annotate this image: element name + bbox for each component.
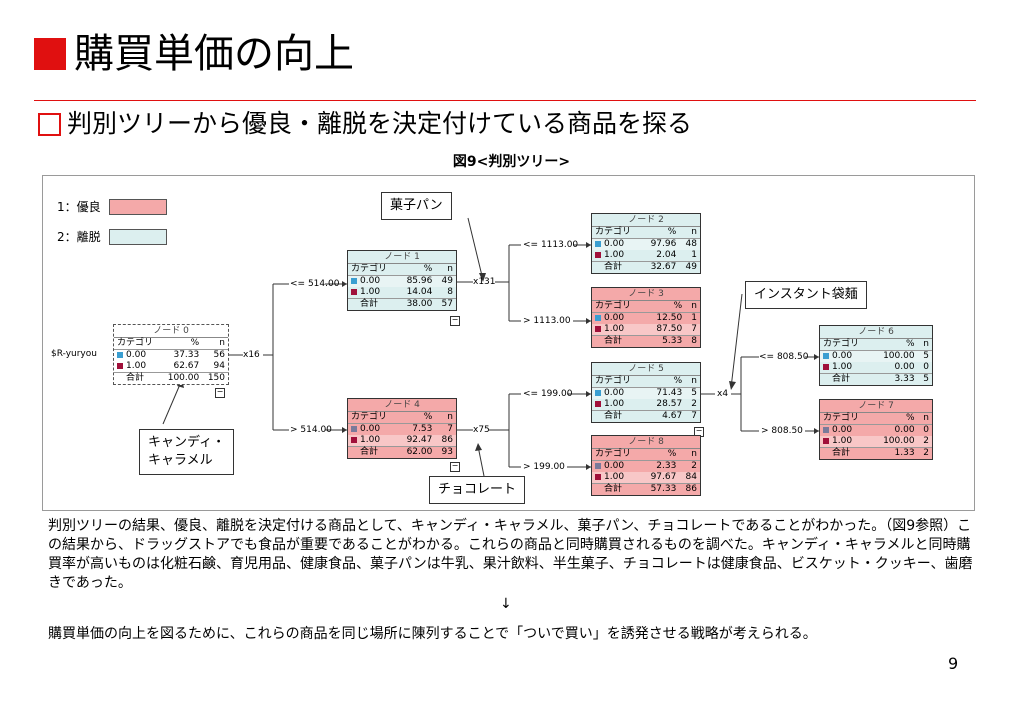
class-1-marker-icon [823,437,829,444]
node-5-split-variable: x4 [717,389,729,399]
class-0-marker-icon [823,426,829,433]
title-divider [34,100,976,101]
analysis-paragraph: 判別ツリーの結果、優良、離脱を決定付ける商品として、キャンディ・キャラメル、菓子… [48,518,973,591]
class-1-marker-icon [595,325,601,332]
root-split-variable: x16 [243,350,260,360]
edge-label-n1-gt: > 1113.00 [523,316,571,326]
node-1-split-variable: x131 [473,277,496,287]
legend-churn: 2：離脱 [57,228,167,245]
callout-instant-noodles: インスタント袋麺 [745,281,867,309]
red-square-bullet-icon [34,38,66,70]
node-title: ノード 0 [114,325,228,338]
node-0-collapse-toggle[interactable]: − [215,387,225,398]
legend-churn-swatch [108,228,167,245]
edge-label-n5-gt: > 808.50 [761,426,803,436]
conclusion-text: 購買単価の向上を図るために、これらの商品を同じ場所に陳列することで「ついで買い」… [48,626,817,642]
node-1-collapse-toggle[interactable]: − [450,315,460,326]
callout-chocolate: チョコレート [429,476,526,504]
class-1-marker-icon [117,362,123,369]
slide-title: 購買単価の向上 [34,30,354,78]
figure-caption: 図9<判別ツリー> [452,154,571,170]
class-0-marker-icon [595,462,601,469]
class-1-marker-icon [351,288,357,295]
callout-candy-caramel: キャンディ・ キャラメル [139,429,235,475]
callout-kashi-pan: 菓子パン [381,192,452,220]
edge-label-root-gt: > 514.00 [290,425,332,435]
legend-good: 1：優良 [57,198,167,215]
legend-good-label: 1：優良 [57,200,101,214]
node-4-collapse-toggle[interactable]: − [450,461,460,472]
edge-label-n4-gt: > 199.00 [523,462,565,472]
legend-churn-label: 2：離脱 [57,230,101,244]
edge-label-root-le: <= 514.00 [290,279,340,289]
callout-candy-line1: キャンディ・ [148,435,226,450]
hollow-square-bullet-icon [38,112,61,136]
slide-subtitle-text: 判別ツリーから優良・離脱を決定付けている商品を探る [67,109,693,138]
class-1-marker-icon [351,436,357,443]
down-arrow-icon: ↓ [500,596,512,612]
class-1-marker-icon [595,473,601,480]
callout-candy-line2: キャラメル [148,453,213,468]
edge-label-n4-le: <= 199.00 [523,389,573,399]
page-number: 9 [948,654,959,673]
edge-label-n5-le: <= 808.50 [759,352,809,362]
node-4-split-variable: x75 [473,425,490,435]
class-1-marker-icon [595,400,601,407]
class-0-marker-icon [595,240,601,247]
legend-good-swatch [108,198,167,215]
class-0-marker-icon [595,314,601,321]
tree-connector-lines [162,217,819,477]
class-0-marker-icon [595,389,601,396]
class-0-marker-icon [117,351,123,358]
class-1-marker-icon [595,251,601,258]
root-variable-label: $R-yuryou [51,349,97,359]
class-1-marker-icon [823,363,829,370]
slide-title-text: 購買単価の向上 [74,31,354,77]
edge-label-n1-le: <= 1113.00 [523,240,579,250]
slide-subtitle: 判別ツリーから優良・離脱を決定付けている商品を探る [38,106,692,142]
class-0-marker-icon [823,352,829,359]
class-0-marker-icon [351,425,357,432]
class-0-marker-icon [351,277,357,284]
